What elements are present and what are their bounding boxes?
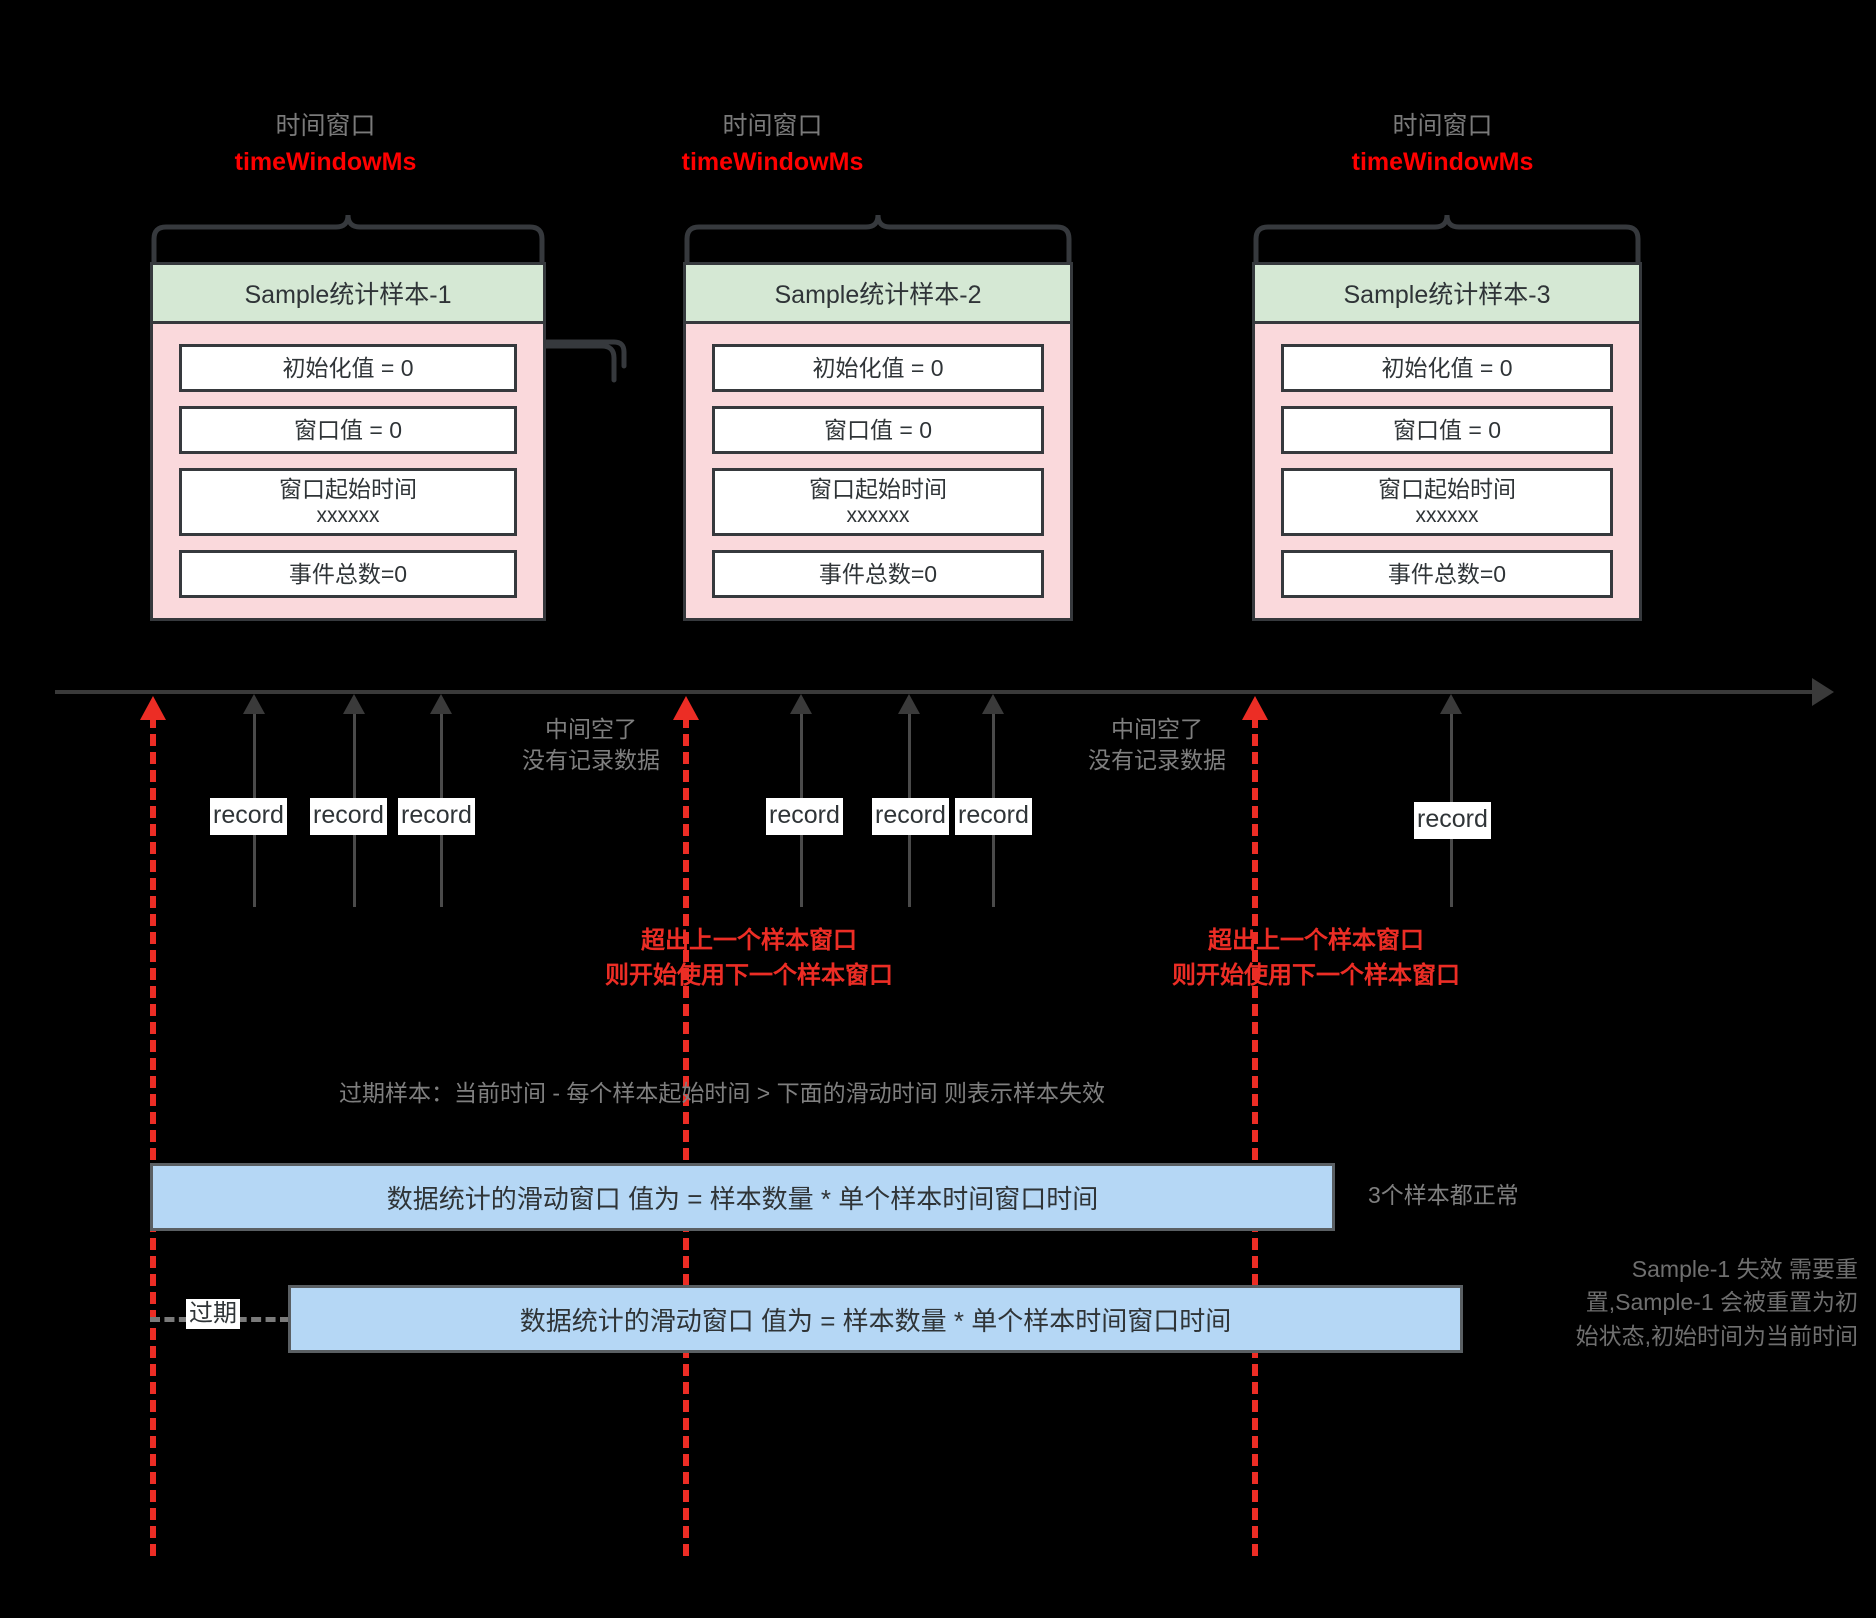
record-tick-2-arrow-icon [343, 694, 365, 714]
sample-2-field-init-label: 初始化值 = 0 [812, 354, 944, 381]
sample-2-field-event-count: 事件总数=0 [712, 550, 1044, 598]
sample-3-field-window-start: 窗口起始时间 xxxxxx [1281, 468, 1613, 536]
sample-2-field-event-count-label: 事件总数=0 [818, 560, 938, 587]
sample-3-field-window-start-value: xxxxxx [1415, 504, 1479, 528]
record-label-5: record [872, 798, 949, 835]
sample-card-1: Sample统计样本-1 初始化值 = 0 窗口值 = 0 窗口起始时间 xxx… [150, 262, 546, 621]
sample-2-field-window-value-label: 窗口值 = 0 [823, 416, 932, 443]
time-window-label-1-line1: 时间窗口 [275, 112, 376, 140]
sample-1-field-window-value-label: 窗口值 = 0 [293, 416, 402, 443]
sliding-window-bar-2-label: 数据统计的滑动窗口 值为 = 样本数量 * 单个样本时间窗口时间 [519, 1305, 1232, 1336]
overflow-note-1: 超出上一个样本窗口 则开始使用下一个样本窗口 [588, 924, 910, 994]
time-window-brace-2 [683, 214, 1073, 266]
sample-2-field-window-start-value: xxxxxx [846, 504, 910, 528]
sample-3-header: Sample统计样本-3 [1252, 262, 1642, 324]
gap-note-2-line1: 中间空了 [1111, 716, 1203, 742]
sample-1-field-event-count: 事件总数=0 [179, 550, 517, 598]
record-label-3: record [398, 798, 475, 835]
sample-3-body: 初始化值 = 0 窗口值 = 0 窗口起始时间 xxxxxx 事件总数=0 [1252, 324, 1642, 621]
gap-note-1: 中间空了 没有记录数据 [496, 714, 686, 776]
sample-2-body: 初始化值 = 0 窗口值 = 0 窗口起始时间 xxxxxx 事件总数=0 [683, 324, 1073, 621]
gap-note-1-line1: 中间空了 [545, 716, 637, 742]
time-window-label-3: 时间窗口 timeWindowMs [1270, 110, 1615, 178]
gap-note-2: 中间空了 没有记录数据 [1062, 714, 1252, 776]
time-window-label-1-line2: timeWindowMs [234, 148, 417, 176]
record-label-6: record [955, 798, 1032, 835]
record-label-7: record [1414, 802, 1491, 839]
time-window-label-3-line1: 时间窗口 [1392, 112, 1493, 140]
timeline-arrow-icon [1812, 678, 1834, 706]
time-window-label-3-line2: timeWindowMs [1351, 148, 1534, 176]
side-note-bottom-line2: 置,Sample-1 会被重置为初 [1585, 1289, 1858, 1316]
overflow-note-1-line1: 超出上一个样本窗口 [641, 927, 857, 954]
time-window-label-2-line1: 时间窗口 [722, 112, 823, 140]
expire-tag: 过期 [186, 1299, 240, 1329]
boundary-marker-2-line [683, 716, 689, 1556]
sample-2-field-init: 初始化值 = 0 [712, 344, 1044, 392]
sample-3-field-init-label: 初始化值 = 0 [1381, 354, 1513, 381]
record-label-4: record [766, 798, 843, 835]
expire-rule-note: 过期样本：当前时间 - 每个样本起始时间 > 下面的滑动时间 则表示样本失效 [338, 1080, 1106, 1106]
sample-1-field-window-value: 窗口值 = 0 [179, 406, 517, 454]
overflow-note-2-line2: 则开始使用下一个样本窗口 [1172, 961, 1460, 989]
record-tick-3-arrow-icon [430, 694, 452, 714]
side-note-bottom-line1: Sample-1 失效 需要重 [1631, 1256, 1858, 1282]
side-note-top: 3个样本都正常 [1368, 1182, 1519, 1208]
sample-1-field-window-start: 窗口起始时间 xxxxxx [179, 468, 517, 536]
sample-3-field-window-value-label: 窗口值 = 0 [1392, 416, 1501, 443]
sample-1-body: 初始化值 = 0 窗口值 = 0 窗口起始时间 xxxxxx 事件总数=0 [150, 324, 546, 621]
record-tick-7-arrow-icon [1440, 694, 1462, 714]
overflow-note-2: 超出上一个样本窗口 则开始使用下一个样本窗口 [1155, 924, 1477, 994]
sample-1-field-event-count-label: 事件总数=0 [288, 560, 408, 587]
sliding-window-bar-1: 数据统计的滑动窗口 值为 = 样本数量 * 单个样本时间窗口时间 [150, 1163, 1335, 1231]
record-tick-6-arrow-icon [982, 694, 1004, 714]
sample-3-field-init: 初始化值 = 0 [1281, 344, 1613, 392]
sample-1-field-window-start-label: 窗口起始时间 [279, 475, 417, 502]
sample-1-header: Sample统计样本-1 [150, 262, 546, 324]
inner-brace-hook [537, 340, 620, 383]
sample-1-field-window-start-value: xxxxxx [316, 504, 380, 528]
overflow-note-1-line2: 则开始使用下一个样本窗口 [605, 961, 893, 989]
gap-note-2-line2: 没有记录数据 [1088, 747, 1226, 774]
sample-2-field-window-start: 窗口起始时间 xxxxxx [712, 468, 1044, 536]
sample-3-field-event-count: 事件总数=0 [1281, 550, 1613, 598]
boundary-marker-3-line [1252, 716, 1258, 1556]
overflow-note-2-line1: 超出上一个样本窗口 [1208, 927, 1424, 954]
timeline-axis [55, 690, 1815, 694]
gap-note-1-line2: 没有记录数据 [522, 747, 660, 774]
sample-3-field-window-start-label: 窗口起始时间 [1378, 475, 1516, 502]
sample-card-2: Sample统计样本-2 初始化值 = 0 窗口值 = 0 窗口起始时间 xxx… [683, 262, 1073, 621]
time-window-brace-1 [150, 214, 546, 266]
record-label-2: record [310, 798, 387, 835]
sample-2-header: Sample统计样本-2 [683, 262, 1073, 324]
sample-1-field-init: 初始化值 = 0 [179, 344, 517, 392]
time-window-brace-3 [1252, 214, 1642, 266]
sample-2-field-window-value: 窗口值 = 0 [712, 406, 1044, 454]
side-note-bottom-line3: 始状态,初始时间为当前时间 [1575, 1322, 1858, 1349]
time-window-label-2: 时间窗口 timeWindowMs [600, 110, 945, 178]
sample-3-field-event-count-label: 事件总数=0 [1387, 560, 1507, 587]
boundary-marker-1-line [150, 716, 156, 1556]
sample-2-field-window-start-label: 窗口起始时间 [809, 475, 947, 502]
sample-card-3: Sample统计样本-3 初始化值 = 0 窗口值 = 0 窗口起始时间 xxx… [1252, 262, 1642, 621]
sliding-window-bar-1-label: 数据统计的滑动窗口 值为 = 样本数量 * 单个样本时间窗口时间 [386, 1183, 1099, 1214]
sample-3-field-window-value: 窗口值 = 0 [1281, 406, 1613, 454]
record-tick-4-arrow-icon [790, 694, 812, 714]
side-note-bottom: Sample-1 失效 需要重 置,Sample-1 会被重置为初 始状态,初始… [1490, 1253, 1858, 1353]
record-tick-5-arrow-icon [898, 694, 920, 714]
record-label-1: record [210, 798, 287, 835]
record-tick-1-arrow-icon [243, 694, 265, 714]
sliding-window-bar-2: 数据统计的滑动窗口 值为 = 样本数量 * 单个样本时间窗口时间 [288, 1285, 1463, 1353]
time-window-label-2-line2: timeWindowMs [681, 148, 864, 176]
time-window-label-1: 时间窗口 timeWindowMs [153, 110, 498, 178]
sample-1-field-init-label: 初始化值 = 0 [282, 354, 414, 381]
